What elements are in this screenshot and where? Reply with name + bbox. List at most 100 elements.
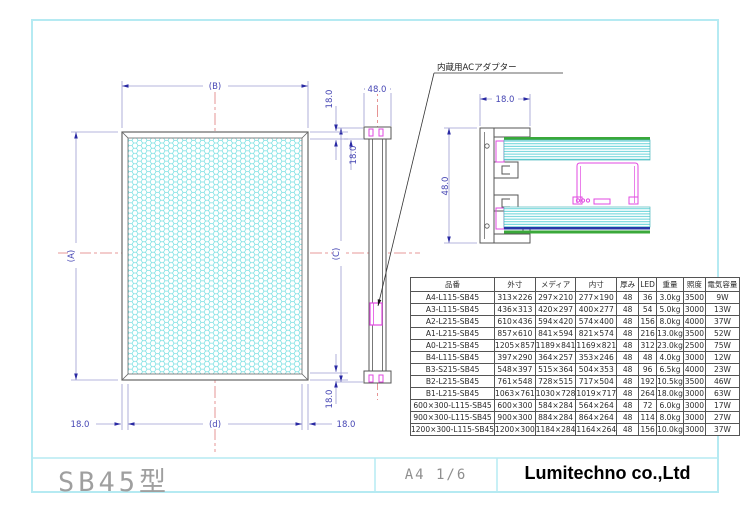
spec-table-cell: 610×436 bbox=[494, 315, 536, 328]
dim-label-b: (B) bbox=[209, 82, 221, 92]
spec-table-cell: 504×353 bbox=[575, 363, 618, 376]
spec-table-cell: 18.0kg bbox=[656, 387, 684, 400]
spec-table-cell: 884×284 bbox=[534, 411, 577, 424]
spec-table-header-cell: 電気容量 bbox=[704, 277, 740, 292]
spec-table-cell: 114 bbox=[638, 411, 658, 424]
spec-table-cell: B3-S215-SB45 bbox=[409, 363, 496, 376]
spec-table-cell: 36 bbox=[638, 291, 658, 304]
spec-table-cell: 48 bbox=[616, 339, 640, 352]
spec-table-cell: 6.0kg bbox=[656, 399, 684, 412]
spec-table-cell: 23W bbox=[704, 363, 740, 376]
spec-table-cell: 3500 bbox=[682, 327, 706, 340]
spec-table-cell: 277×190 bbox=[575, 291, 618, 304]
spec-table-cell: 192 bbox=[638, 375, 658, 388]
side-cap-gaskets bbox=[368, 128, 384, 383]
spec-table-cell: 3000 bbox=[682, 387, 706, 400]
dim-label-d: (d) bbox=[209, 420, 221, 430]
spec-table-cell: 313×226 bbox=[494, 291, 536, 304]
spec-table-cell: 600×300 bbox=[494, 399, 536, 412]
spec-table-cell: 564×264 bbox=[575, 399, 618, 412]
spec-table-cell: 1169×821 bbox=[575, 339, 618, 352]
spec-table-cell: 5.0kg bbox=[656, 303, 684, 316]
ac-adapter-annotation: 内蔵用ACアダプター bbox=[377, 62, 563, 307]
company-name: Lumitechno co.,Ltd bbox=[524, 463, 691, 483]
spec-table-cell: 900×300 bbox=[494, 411, 536, 424]
led-module bbox=[572, 162, 639, 205]
spec-table-cell: 10.0kg bbox=[656, 423, 684, 436]
spec-table-cell: 3000 bbox=[682, 303, 706, 316]
frame-corner-miters bbox=[121, 131, 309, 381]
spec-table-cell: 515×364 bbox=[534, 363, 577, 376]
spec-table-cell: 353×246 bbox=[575, 351, 618, 364]
dimensions bbox=[71, 81, 531, 430]
spec-table-header-cell: 内寸 bbox=[575, 277, 618, 292]
spec-table-cell: 3000 bbox=[682, 411, 706, 424]
spec-table-cell: 1184×284 bbox=[534, 423, 577, 436]
top-panel-green-edge bbox=[504, 137, 650, 140]
dim-18-bottom-right: 18.0 bbox=[337, 420, 356, 430]
spec-table-cell: B4-L115-SB45 bbox=[409, 351, 496, 364]
spec-table-cell: 37W bbox=[704, 423, 740, 436]
spec-table-cell: 48 bbox=[616, 315, 640, 328]
dim-18-top-right: 18.0 bbox=[325, 90, 335, 109]
spec-table-header-cell: 照度 bbox=[682, 277, 706, 292]
spec-table-cell: 46W bbox=[704, 375, 740, 388]
panel-gaskets bbox=[495, 140, 505, 230]
dim-18-bottom-left: 18.0 bbox=[71, 420, 90, 430]
side-view bbox=[363, 126, 392, 384]
spec-table-cell: 600×300-L115-SB45 bbox=[409, 399, 496, 412]
spec-table-cell: 12W bbox=[704, 351, 740, 364]
dim-48-side-top: 48.0 bbox=[368, 85, 387, 95]
spec-table-cell: 1200×300-L115-SB45 bbox=[409, 423, 496, 436]
dim-18-side-left: 18.0 bbox=[349, 146, 359, 165]
spec-table-cell: 3000 bbox=[682, 423, 706, 436]
spec-table-header-cell: メディア bbox=[534, 277, 577, 292]
spec-table-cell: 717×504 bbox=[575, 375, 618, 388]
spec-table-cell: 264 bbox=[638, 387, 658, 400]
spec-table-cell: 48 bbox=[616, 387, 640, 400]
spec-table-cell: 13W bbox=[704, 303, 740, 316]
model-title: SB45型 bbox=[58, 467, 171, 498]
spec-table-cell: 821×574 bbox=[575, 327, 618, 340]
side-bottom-cap bbox=[363, 370, 392, 384]
spec-table-cell: 8.0kg bbox=[656, 411, 684, 424]
spec-table-cell: 9W bbox=[704, 291, 740, 304]
spec-table-cell: A1-L215-SB45 bbox=[409, 327, 496, 340]
spec-table-header-cell: 厚み bbox=[616, 277, 640, 292]
spec-table-cell: 364×257 bbox=[534, 351, 577, 364]
dim-label-bg bbox=[68, 80, 518, 429]
spec-table-cell: B2-L215-SB45 bbox=[409, 375, 496, 388]
spec-table-cell: 1200×300 bbox=[494, 423, 536, 436]
spec-table-cell: 27W bbox=[704, 411, 740, 424]
spec-table-cell: 48 bbox=[638, 351, 658, 364]
spec-table-cell: 548×397 bbox=[494, 363, 536, 376]
spec-table-cell: 6.5kg bbox=[656, 363, 684, 376]
spec-table-cell: 48 bbox=[616, 399, 640, 412]
ac-adapter-box bbox=[369, 302, 383, 326]
spec-table-cell: 156 bbox=[638, 423, 658, 436]
spec-table-cell: 3.0kg bbox=[656, 291, 684, 304]
spec-table-cell: 400×277 bbox=[575, 303, 618, 316]
spec-table-cell: 13.0kg bbox=[656, 327, 684, 340]
front-view bbox=[121, 131, 309, 381]
spec-table-cell: 1030×728 bbox=[534, 387, 577, 400]
sheet-info: A4 1/6 bbox=[404, 467, 468, 483]
spec-table-cell: 3000 bbox=[682, 351, 706, 364]
front-panel-honeycomb bbox=[127, 137, 303, 375]
spec-table-cell: A3-L115-SB45 bbox=[409, 303, 496, 316]
top-panel bbox=[503, 139, 651, 161]
spec-table-cell: 48 bbox=[616, 363, 640, 376]
spec-table-cell: 52W bbox=[704, 327, 740, 340]
spec-table-cell: 63W bbox=[704, 387, 740, 400]
